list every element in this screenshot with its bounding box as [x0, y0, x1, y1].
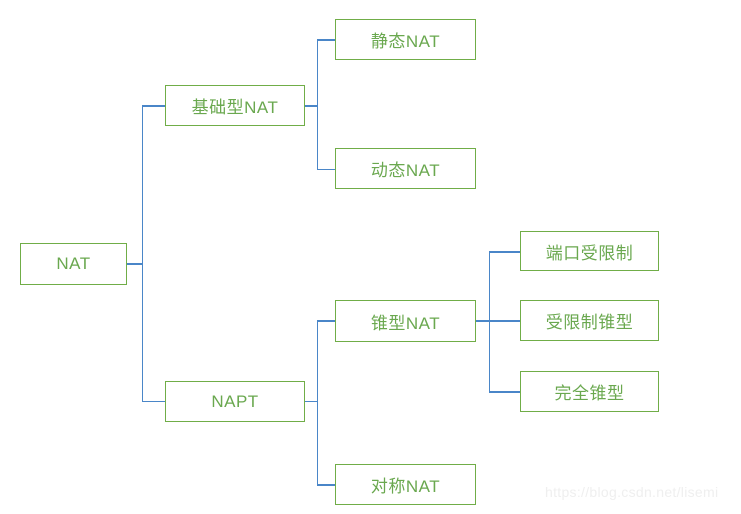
node-label: NAPT: [211, 391, 259, 411]
node-label: 完全锥型: [554, 384, 625, 403]
connector-cone-to-restricted-cone: [488, 320, 521, 322]
connector-basic-stub: [305, 105, 318, 107]
connector-root-to-basic: [141, 105, 166, 107]
node-label: 基础型NAT: [191, 98, 279, 117]
node-label: 对称NAT: [370, 477, 441, 496]
node-napt[interactable]: NAPT: [165, 381, 305, 422]
node-full-cone[interactable]: 完全锥型: [520, 371, 659, 412]
node-label: NAT: [56, 254, 91, 273]
node-label: 受限制锥型: [545, 313, 634, 332]
connector-basic-to-dynamic: [316, 168, 336, 170]
node-port-restricted[interactable]: 端口受限制: [520, 231, 659, 271]
node-label: 静态NAT: [370, 32, 441, 51]
connector-cone-to-full-cone: [488, 391, 521, 393]
connector-cone-to-port-restricted: [488, 251, 521, 253]
connector-basic-to-static: [316, 39, 336, 41]
node-dynamic-nat[interactable]: 动态NAT: [335, 148, 476, 189]
connector-root-to-napt: [141, 400, 166, 402]
node-static-nat[interactable]: 静态NAT: [335, 19, 476, 60]
node-nat-root[interactable]: NAT: [20, 243, 127, 285]
connector-napt-to-cone: [316, 320, 336, 322]
connector-cone-trunk: [488, 251, 490, 392]
connector-napt-stub: [305, 400, 318, 402]
connector-napt-to-symmetric: [316, 484, 336, 486]
connector-cone-stub: [476, 320, 490, 322]
node-label: 锥型NAT: [370, 313, 441, 333]
node-restricted-cone[interactable]: 受限制锥型: [520, 300, 659, 341]
node-symmetric-nat[interactable]: 对称NAT: [335, 464, 476, 505]
node-cone-nat[interactable]: 锥型NAT: [335, 300, 476, 342]
watermark: https://blog.csdn.net/lisemi: [545, 484, 719, 500]
connector-basic-trunk: [316, 39, 318, 170]
connector-root-trunk: [141, 105, 143, 402]
connector-root-stub: [127, 263, 143, 265]
node-label: 动态NAT: [370, 161, 441, 180]
connector-napt-trunk: [316, 320, 318, 485]
node-basic-nat[interactable]: 基础型NAT: [165, 85, 305, 126]
node-label: 端口受限制: [545, 243, 634, 263]
